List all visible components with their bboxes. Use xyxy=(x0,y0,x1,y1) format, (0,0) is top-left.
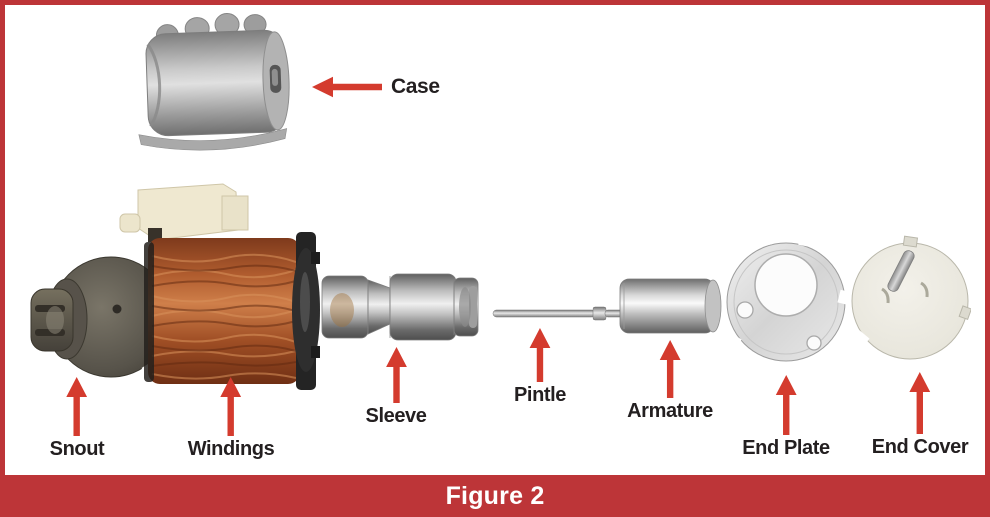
case-callout: Case xyxy=(312,75,440,99)
pintle-callout: Pintle xyxy=(514,328,566,405)
windings-part-image xyxy=(119,183,320,390)
pintle-label: Pintle xyxy=(513,384,567,406)
snout-label: Snout xyxy=(49,438,105,460)
pintle-part-image xyxy=(492,306,624,321)
end-cover-arrow-icon xyxy=(909,372,931,434)
case-part-image xyxy=(138,13,290,151)
end-plate-callout: End Plate xyxy=(742,375,830,458)
figure-caption: Figure 2 xyxy=(445,481,545,510)
windings-callout: Windings xyxy=(188,377,275,459)
armature-arrow-icon xyxy=(659,340,681,398)
windings-label: Windings xyxy=(187,438,275,460)
windings-arrow-icon xyxy=(220,377,242,436)
case-arrow-icon xyxy=(312,76,382,98)
end-plate-part-image xyxy=(725,239,851,362)
end-cover-label: End Cover xyxy=(871,436,969,458)
end-plate-label: End Plate xyxy=(742,437,830,459)
end-cover-callout: End Cover xyxy=(871,372,969,458)
case-label: Case xyxy=(391,75,440,98)
sleeve-callout: Sleeve xyxy=(366,347,427,426)
end-plate-arrow-icon xyxy=(775,375,797,435)
end-cover-part-image xyxy=(851,235,971,360)
snout-part-image xyxy=(30,247,160,387)
snout-arrow-icon xyxy=(66,377,88,436)
snout-callout: Snout xyxy=(50,377,105,459)
sleeve-arrow-icon xyxy=(385,347,407,403)
armature-callout: Armature xyxy=(627,340,713,421)
sleeve-label: Sleeve xyxy=(365,405,427,427)
armature-part-image xyxy=(619,278,722,334)
sleeve-part-image xyxy=(321,273,479,341)
pintle-arrow-icon xyxy=(529,328,551,382)
armature-label: Armature xyxy=(627,400,713,422)
figure-caption-banner: Figure 2 xyxy=(0,475,990,517)
